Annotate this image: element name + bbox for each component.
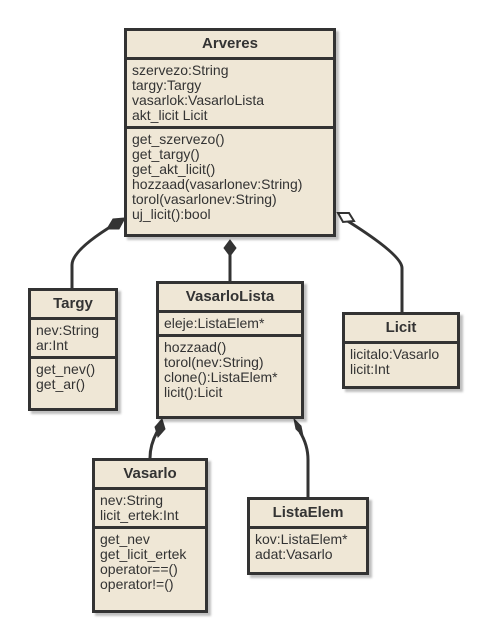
connector-vasarlolista-vasarlo: [148, 431, 159, 459]
composition-diamond-icon: [106, 217, 126, 230]
attributes-section: kov:ListaElem* adat:Vasarlo: [250, 529, 366, 565]
class-targy: Targy nev:String ar:Int get_nev() get_ar…: [28, 288, 118, 411]
attribute: kov:ListaElem*: [255, 531, 348, 547]
class-vasarlo: Vasarlo nev:String licit_ertek:Int get_n…: [92, 458, 208, 613]
attribute: targy:Targy: [132, 77, 202, 93]
attributes-section: eleje:ListaElem*: [159, 313, 301, 334]
attributes-section: licitalo:Vasarlo licit:Int: [345, 344, 457, 380]
method: torol(nev:String): [164, 354, 264, 370]
attributes-section: nev:String licit_ertek:Int: [95, 490, 205, 526]
attributes-section: nev:String ar:Int: [31, 320, 115, 356]
connector-arveres-targy: [70, 222, 116, 288]
method: clone():ListaElem*: [164, 369, 278, 385]
composition-diamond-icon: [154, 417, 166, 439]
attribute: vasarlok:VasarloLista: [132, 92, 265, 108]
method: get_szervezo(): [132, 131, 225, 147]
connector-vasarlolista-listaelem: [298, 431, 310, 497]
method: operator==(): [100, 561, 178, 577]
composition-diamond-icon: [223, 239, 237, 257]
methods-section: hozzaad() torol(nev:String) clone():List…: [159, 334, 301, 403]
method: get_ar(): [36, 376, 86, 392]
method: get_akt_licit(): [132, 161, 216, 177]
method: torol(vasarlonev:String): [132, 191, 277, 207]
attribute: szervezo:String: [132, 62, 229, 78]
attribute: adat:Vasarlo: [255, 546, 333, 562]
connector-arveres-licit: [345, 218, 404, 313]
attribute: licitalo:Vasarlo: [350, 346, 440, 362]
methods-section: get_szervezo() get_targy() get_akt_licit…: [127, 126, 333, 225]
method: operator!=(): [100, 576, 174, 592]
methods-section: get_nev() get_ar(): [31, 356, 115, 395]
class-title: VasarloLista: [159, 284, 301, 313]
method: licit():Licit: [164, 384, 223, 400]
attribute: licit_ertek:Int: [100, 507, 179, 523]
method: get_nev: [100, 531, 150, 547]
class-licit: Licit licitalo:Vasarlo licit:Int: [342, 312, 460, 389]
attribute: akt_licit Licit: [132, 107, 208, 123]
method: get_nev(): [36, 361, 96, 377]
methods-section: get_nev get_licit_ertek operator==() ope…: [95, 526, 205, 595]
class-listaelem: ListaElem kov:ListaElem* adat:Vasarlo: [247, 497, 369, 575]
class-title: ListaElem: [250, 500, 366, 529]
class-title: Vasarlo: [95, 461, 205, 490]
attribute: eleje:ListaElem*: [164, 315, 265, 331]
aggregation-diamond-icon: [336, 212, 356, 224]
class-title: Targy: [31, 291, 115, 320]
method: get_licit_ertek: [100, 546, 187, 562]
class-vasarlolista: VasarloLista eleje:ListaElem* hozzaad() …: [156, 281, 304, 419]
method: hozzaad(): [164, 339, 227, 355]
attribute: ar:Int: [36, 337, 68, 353]
class-title: Licit: [345, 315, 457, 344]
class-title: Arveres: [127, 31, 333, 60]
attributes-section: szervezo:String targy:Targy vasarlok:Vas…: [127, 60, 333, 126]
composition-diamond-icon: [293, 417, 304, 438]
method: uj_licit():bool: [132, 206, 211, 222]
method: hozzaad(vasarlonev:String): [132, 176, 303, 192]
method: get_targy(): [132, 146, 200, 162]
attribute: nev:String: [36, 322, 100, 338]
attribute: licit:Int: [350, 361, 390, 377]
attribute: nev:String: [100, 492, 164, 508]
class-arveres: Arveres szervezo:String targy:Targy vasa…: [124, 28, 336, 237]
